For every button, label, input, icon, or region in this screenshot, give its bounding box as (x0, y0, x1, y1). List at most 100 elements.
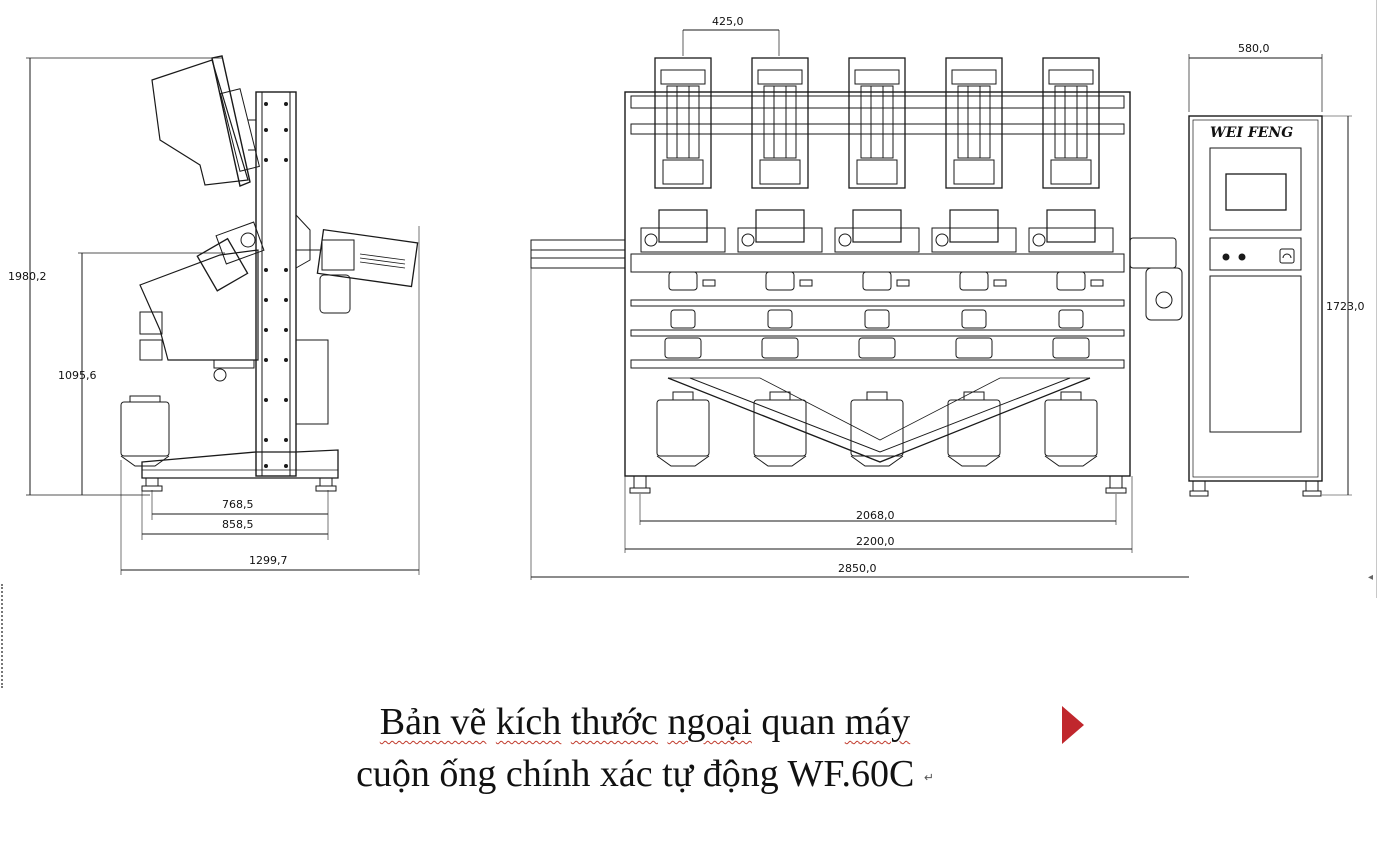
head-mid-unit (658, 209, 708, 243)
head-motor-a (862, 271, 892, 291)
head-motor-tab (702, 279, 716, 287)
bobbin (753, 399, 807, 457)
head-mid-frame (737, 227, 823, 253)
brand-label: WEI FENG (1210, 125, 1293, 141)
head-top-body (763, 85, 797, 159)
dim-total-depth: 1299,7 (249, 554, 288, 567)
caption-line-1: Bản vẽ kích thước ngoại quan máy (0, 698, 1290, 746)
head-top-unit (654, 57, 712, 189)
bobbin-base (1044, 455, 1098, 467)
head-motor-c (858, 337, 896, 359)
dim-frame-width: 2200,0 (856, 535, 895, 548)
head-top-body (957, 85, 991, 159)
head-top-cap (660, 69, 706, 85)
head-top-base (662, 159, 704, 185)
head-motor-a (765, 271, 795, 291)
head-motor-b (864, 309, 890, 329)
head-motor-b (961, 309, 987, 329)
head-motor-c (955, 337, 993, 359)
head-mid-unit (949, 209, 999, 243)
bobbin (947, 399, 1001, 457)
bobbin-base (753, 455, 807, 467)
head-motor-c (761, 337, 799, 359)
head-top-base (953, 159, 995, 185)
head-mid-wheel (741, 233, 755, 247)
dim-table-height: 1095,6 (58, 369, 97, 382)
head-motor-b (767, 309, 793, 329)
bobbin-base (947, 455, 1001, 467)
bobbin-base (656, 455, 710, 467)
head-motor-a (668, 271, 698, 291)
head-motor-tab (896, 279, 910, 287)
head-top-cap (757, 69, 803, 85)
head-top-cap (951, 69, 997, 85)
dim-spindle-pitch: 425,0 (712, 15, 744, 28)
bobbin-base (850, 455, 904, 467)
bobbin (656, 399, 710, 457)
front-view: 425,0 2068,0 2200,0 (530, 15, 1189, 580)
dim-cabinet-width: 580,0 (1238, 42, 1270, 55)
caption-word: quan (761, 701, 836, 743)
head-motor-tab (1090, 279, 1104, 287)
head-mid-wheel (644, 233, 658, 247)
caption-word: ngoại (667, 701, 752, 743)
head-mid-unit (755, 209, 805, 243)
bobbin-cap (1060, 391, 1082, 401)
head-top-body (666, 85, 700, 159)
head-top-unit (1042, 57, 1100, 189)
dim-overall-width: 2850,0 (838, 562, 877, 575)
head-mid-unit (852, 209, 902, 243)
technical-drawing: 1980,2 1095,6 (8, 15, 1365, 580)
head-top-base (856, 159, 898, 185)
dim-foot-width: 858,5 (222, 518, 254, 531)
caption-word: thước (570, 701, 658, 743)
head-motor-b (670, 309, 696, 329)
head-motor-b (1058, 309, 1084, 329)
page-margin-right (1376, 0, 1377, 598)
head-top-unit (848, 57, 906, 189)
head-mid-unit (1046, 209, 1096, 243)
head-top-unit (751, 57, 809, 189)
head-mid-frame (834, 227, 920, 253)
head-mid-frame (1028, 227, 1114, 253)
head-top-body (1054, 85, 1088, 159)
margin-arrow-icon: ◂ (1368, 572, 1374, 583)
head-motor-c (1052, 337, 1090, 359)
caption-word: máy (844, 701, 911, 743)
bobbin-cap (866, 391, 888, 401)
bobbin (850, 399, 904, 457)
side-view: 1980,2 1095,6 (8, 55, 420, 575)
head-top-cap (854, 69, 900, 85)
head-mid-frame (640, 227, 726, 253)
head-top-unit (945, 57, 1003, 189)
head-mid-wheel (935, 233, 949, 247)
head-motor-c (664, 337, 702, 359)
head-top-base (759, 159, 801, 185)
head-mid-frame (931, 227, 1017, 253)
caption-word: Bản vẽ (379, 701, 487, 743)
head-top-base (1050, 159, 1092, 185)
bobbin-cap (963, 391, 985, 401)
dim-rail-width: 2068,0 (856, 509, 895, 522)
cabinet-view: 580,0 WEI FENG 1723,0 (1188, 42, 1365, 497)
head-motor-tab (799, 279, 813, 287)
head-mid-wheel (1032, 233, 1046, 247)
bobbin-cap (769, 391, 791, 401)
paragraph-mark-icon: ↵ (923, 770, 934, 785)
bobbin-cap (672, 391, 694, 401)
head-motor-tab (993, 279, 1007, 287)
winding-heads (640, 57, 1114, 467)
bobbin (1044, 399, 1098, 457)
page-margin-left (1, 584, 3, 688)
dim-inner-width: 768,5 (222, 498, 254, 511)
caption-text: cuộn ống chính xác tự động WF.60C (356, 753, 915, 795)
head-motor-a (959, 271, 989, 291)
dim-total-height: 1980,2 (8, 270, 47, 283)
dim-cabinet-height: 1723,0 (1326, 300, 1365, 313)
caption-word: kích (495, 701, 562, 743)
head-top-body (860, 85, 894, 159)
head-mid-wheel (838, 233, 852, 247)
head-top-cap (1048, 69, 1094, 85)
play-triangle-icon[interactable] (1062, 706, 1084, 744)
